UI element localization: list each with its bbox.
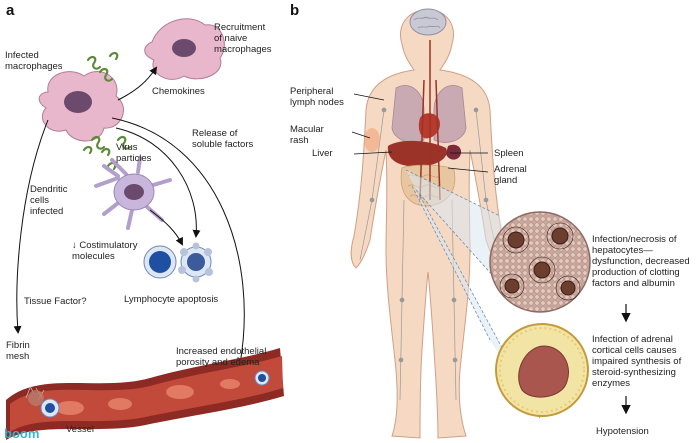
adrenal-magnified bbox=[495, 323, 589, 417]
label-costimulatory: ↓ Costimulatory molecules bbox=[72, 240, 138, 262]
label-adrenal-cortical-infection: Infection of adrenal cortical cells caus… bbox=[592, 334, 682, 389]
label-vessel: Vessel bbox=[66, 424, 94, 435]
hepatocyte-magnified bbox=[489, 211, 591, 313]
label-fibrin-mesh: Fibrin mesh bbox=[6, 340, 30, 362]
label-hypotension: Hypotension bbox=[596, 426, 649, 437]
naive-macrophage-cell bbox=[144, 18, 225, 80]
label-lymphocyte-apoptosis: Lymphocyte apoptosis bbox=[124, 294, 219, 305]
label-chemokines: Chemokines bbox=[152, 86, 205, 97]
label-porosity-edema: Increased endothelial porosity and edema bbox=[176, 346, 267, 368]
lymph-network bbox=[359, 107, 499, 401]
dendritic-cell bbox=[94, 156, 172, 230]
label-macular-rash: Macular rash bbox=[290, 124, 324, 146]
macular-rash-patch bbox=[364, 128, 380, 152]
label-lymph-nodes: Peripheral lymph nodes bbox=[290, 86, 344, 108]
brain bbox=[409, 8, 447, 36]
infected-macrophage-cell bbox=[38, 71, 124, 142]
label-virus-particles: Virus particles bbox=[116, 142, 152, 164]
label-release-soluble-factors: Release of soluble factors bbox=[192, 128, 254, 150]
panel-label-b: b bbox=[290, 2, 300, 19]
label-spleen: Spleen bbox=[494, 148, 524, 159]
callout-lines bbox=[351, 93, 489, 173]
label-liver: Liver bbox=[312, 148, 333, 159]
label-adrenal-gland: Adrenal gland bbox=[494, 164, 527, 186]
label-tissue-factor: Tissue Factor? bbox=[24, 296, 87, 307]
label-infected-macrophages: Infected macrophages bbox=[5, 50, 63, 72]
panel-label-a: a bbox=[6, 2, 15, 19]
blood-vessel bbox=[6, 348, 284, 440]
label-dendritic-cells: Dendritic cells infected bbox=[30, 184, 68, 217]
lymphocyte-apoptotic bbox=[178, 242, 213, 283]
arrows-panel-a bbox=[13, 66, 245, 366]
watermark-logo: boom bbox=[4, 426, 40, 441]
lymphocyte-healthy bbox=[143, 245, 177, 279]
label-recruitment: Recruitment of naive macrophages bbox=[214, 22, 272, 55]
label-hepatocyte-infection: Infection/necrosis of hepatocytes— dysfu… bbox=[592, 234, 690, 289]
